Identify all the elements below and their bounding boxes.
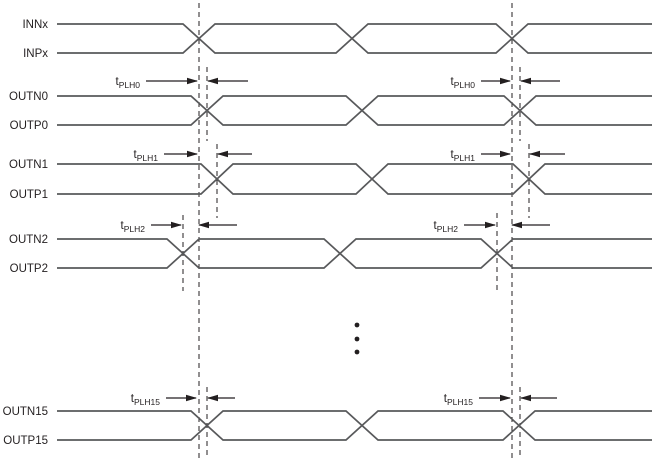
delay-label-tplh15: tPLH15 (131, 393, 160, 407)
arrowhead-icon (500, 394, 511, 402)
delay-label-tplh0: tPLH0 (116, 76, 141, 90)
signal-label-outp0: OUTP0 (10, 120, 48, 132)
signal-label-outn1: OUTN1 (9, 159, 48, 171)
waveform-outn0 (57, 95, 652, 126)
ellipsis-dot (354, 322, 360, 328)
signal-label-outp1: OUTP1 (10, 189, 48, 201)
arrowhead-icon (187, 77, 198, 85)
delay-annotation-tplh0-right: tPLH0 (451, 76, 560, 90)
signal-label-inpx: INPx (23, 48, 48, 60)
delay-annotation-tplh2-right: tPLH2 (434, 220, 550, 234)
waveform-outp15 (57, 410, 652, 441)
delay-label-tplh2: tPLH2 (434, 220, 459, 234)
signal-label-outn15: OUTN15 (3, 406, 48, 418)
ellipsis-dots (354, 322, 360, 355)
arrowhead-icon (217, 150, 228, 158)
signal-label-outp15: OUTP15 (3, 435, 48, 447)
arrowhead-icon (500, 77, 511, 85)
delay-annotation-tplh0-left: tPLH0 (116, 76, 248, 90)
delay-label-tplh1: tPLH1 (134, 149, 159, 163)
arrowhead-icon (529, 150, 540, 158)
arrowhead-icon (198, 221, 209, 229)
signal-label-outp2: OUTP2 (10, 263, 48, 275)
arrowhead-icon (511, 221, 522, 229)
delay-annotation-tplh1-left: tPLH1 (134, 149, 252, 163)
delay-annotation-tplh2-left: tPLH2 (121, 220, 237, 234)
waveform-outp1 (57, 163, 652, 195)
ellipsis-dot (354, 336, 360, 342)
delay-label-tplh15: tPLH15 (444, 393, 473, 407)
signal-label-innx: INNx (22, 19, 48, 31)
waveform-outp2 (57, 238, 652, 269)
delay-label-tplh1: tPLH1 (451, 149, 476, 163)
delay-annotation-tplh1-right: tPLH1 (451, 149, 565, 163)
signal-label-outn0: OUTN0 (9, 91, 48, 103)
waveform-outn1 (57, 163, 652, 195)
arrowhead-icon (171, 221, 182, 229)
arrowhead-icon (485, 221, 496, 229)
waveform-outn2 (57, 238, 652, 269)
delay-annotation-tplh15-right: tPLH15 (444, 393, 557, 407)
delay-annotation-tplh15-left: tPLH15 (131, 393, 235, 407)
waveform-outn15 (57, 410, 652, 441)
waveform-outp0 (57, 95, 652, 126)
arrowhead-icon (520, 77, 531, 85)
arrowhead-icon (500, 150, 511, 158)
signal-label-outn2: OUTN2 (9, 234, 48, 246)
arrowhead-icon (207, 77, 218, 85)
waveform-innx (57, 23, 652, 54)
arrowhead-icon (186, 394, 197, 402)
delay-label-tplh0: tPLH0 (451, 76, 476, 90)
waveform-inpx (57, 23, 652, 54)
ellipsis-dot (354, 349, 360, 355)
arrowhead-icon (520, 394, 531, 402)
arrowhead-icon (187, 150, 198, 158)
delay-label-tplh2: tPLH2 (121, 220, 146, 234)
arrowhead-icon (207, 394, 218, 402)
